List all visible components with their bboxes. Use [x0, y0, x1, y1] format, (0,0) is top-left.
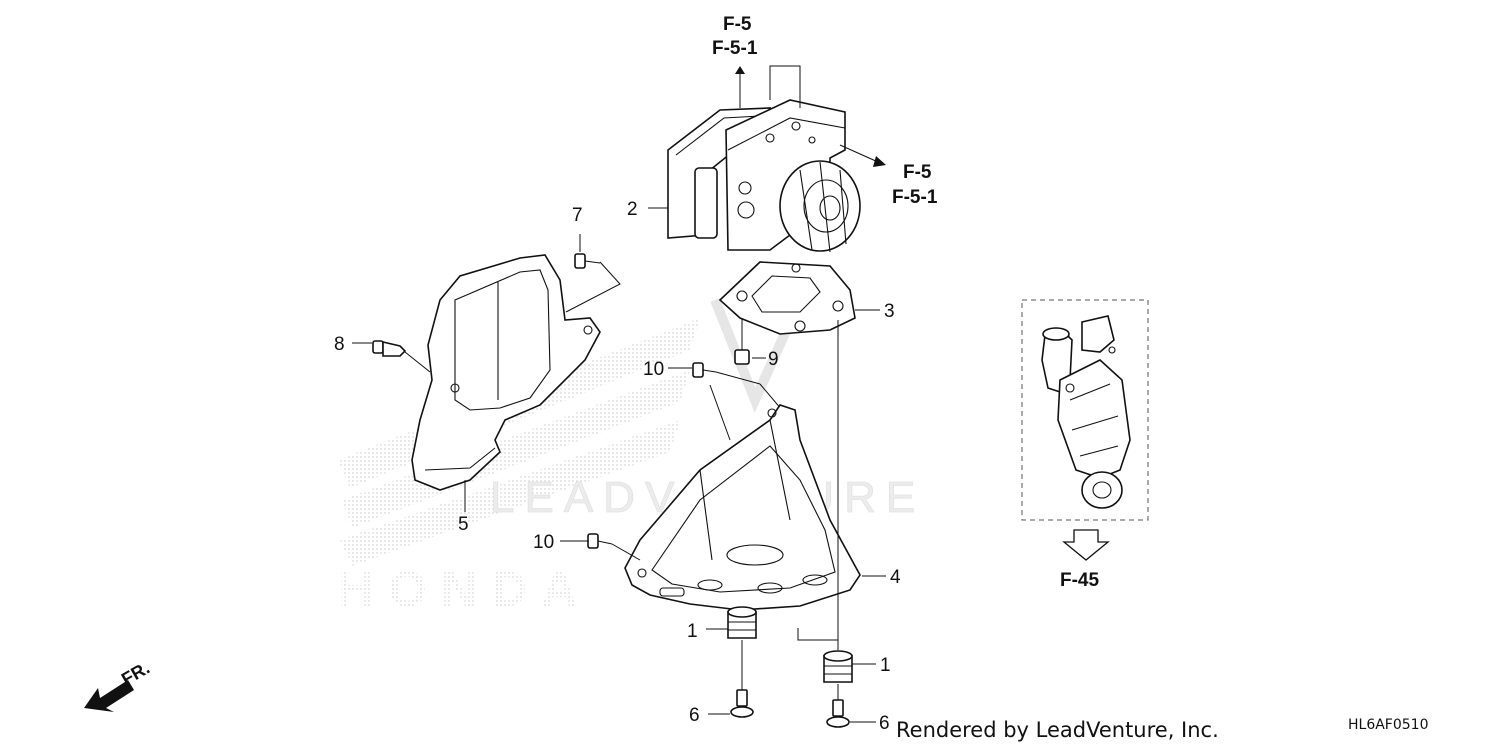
inset-box: [1021, 299, 1149, 521]
callout-1-left: 1: [687, 621, 698, 642]
clip-8-part: [372, 340, 431, 373]
inset-reference-label[interactable]: F-45: [1060, 570, 1100, 591]
rendered-by-credit: Rendered by LeadVenture, Inc.: [896, 718, 1219, 742]
bracket-plate-part: [718, 261, 856, 335]
callout-4: 4: [890, 567, 901, 588]
top-reference-label-b[interactable]: F-5-1: [712, 38, 758, 59]
callout-6-left: 6: [689, 705, 700, 726]
main-bracket-part: [624, 404, 861, 641]
side-reference-label-a[interactable]: F-5: [903, 162, 932, 183]
inset-arrow-down-icon: [1062, 529, 1110, 561]
callout-3: 3: [884, 301, 895, 322]
side-reference-arrow: [839, 144, 886, 167]
bolt-9-part: [734, 318, 750, 365]
top-reference-label-a[interactable]: F-5: [723, 14, 752, 35]
grommet-1-right-part: [823, 320, 853, 700]
callout-10-upper: 10: [643, 359, 664, 380]
callout-leaders: [352, 207, 886, 723]
grommet-1-left-part: [727, 606, 757, 690]
callout-2: 2: [627, 199, 638, 220]
callout-7: 7: [572, 205, 583, 226]
callout-6-right: 6: [879, 713, 890, 734]
bolt-10-lower-part: [587, 533, 641, 561]
callout-1-right: 1: [880, 655, 891, 676]
callout-9: 9: [768, 349, 779, 370]
honda-logo-watermark: HONDA: [338, 561, 591, 617]
modulator-unit-part: [667, 65, 861, 253]
bolt-7-part: [565, 253, 621, 313]
diagram-code: HL6AF0510: [1348, 717, 1429, 733]
side-reference-label-b[interactable]: F-5-1: [892, 187, 938, 208]
callout-8: 8: [334, 334, 345, 355]
callout-5: 5: [458, 514, 469, 535]
top-reference-arrow: [735, 66, 745, 82]
front-direction-arrow-icon: [84, 680, 134, 712]
bolt-6-left-part: [730, 689, 754, 718]
bolt-6-right-part: [826, 699, 850, 728]
callout-10-lower: 10: [533, 532, 554, 553]
side-cover-part: [411, 254, 601, 491]
bolt-10-upper-part: [692, 362, 783, 441]
